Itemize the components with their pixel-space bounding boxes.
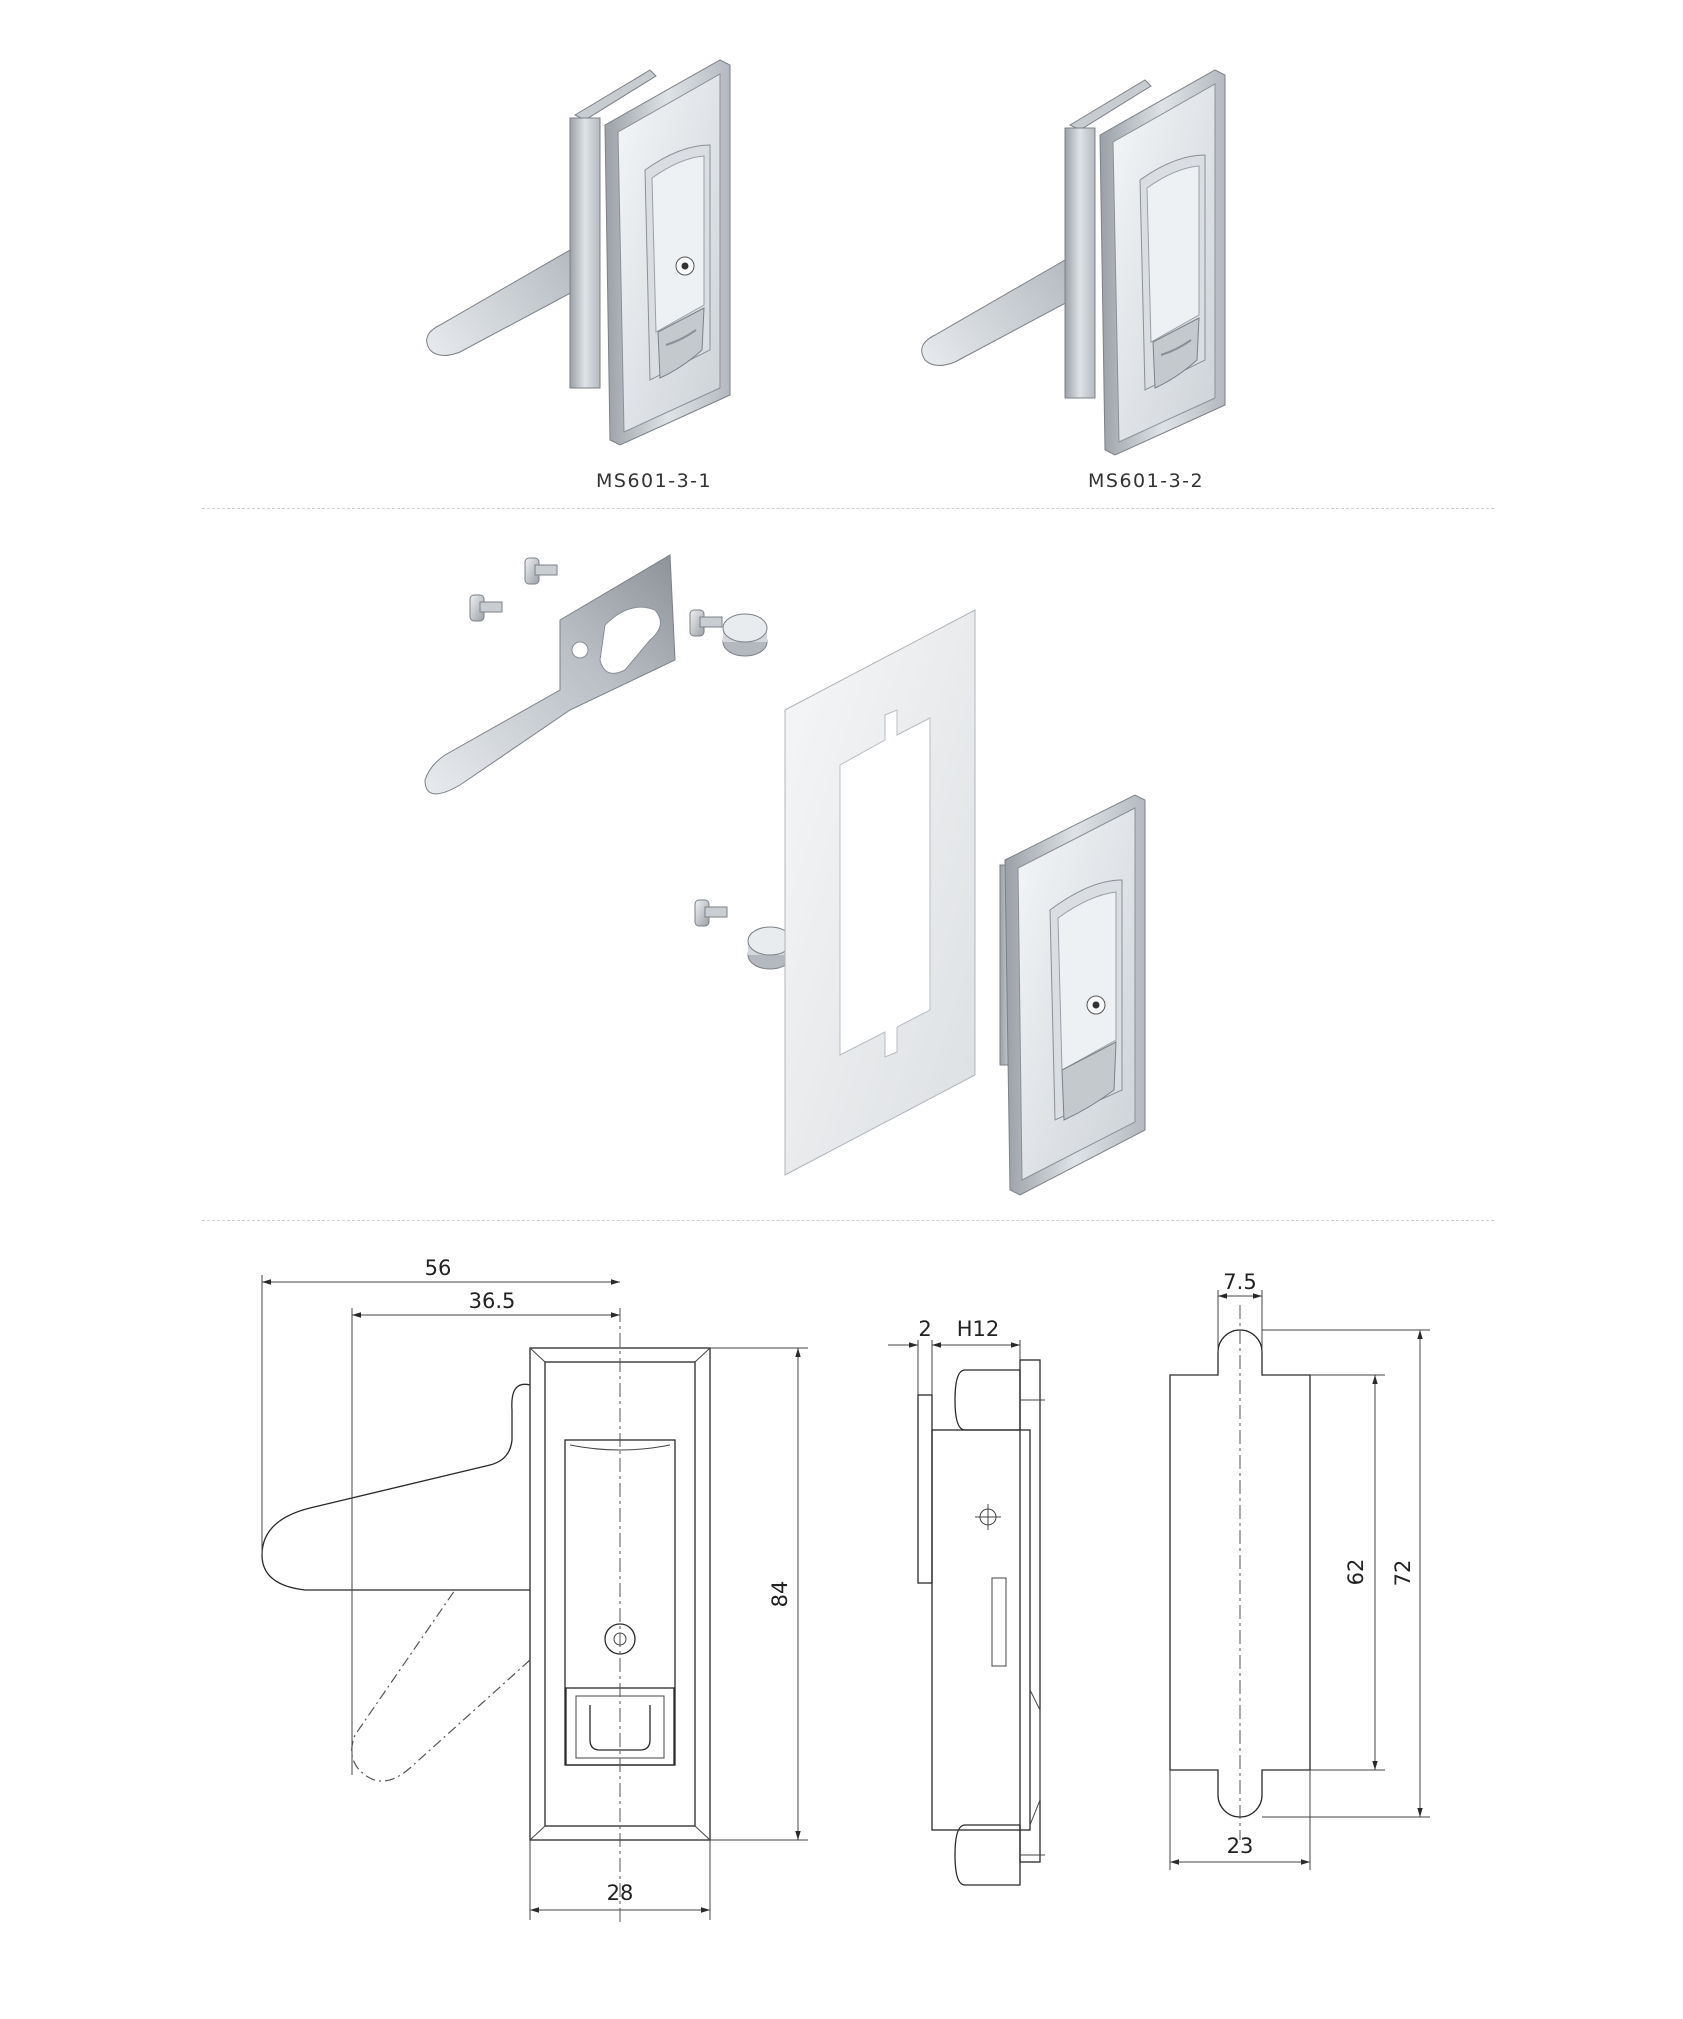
arm-plate: [424, 554, 676, 795]
dim-72: 72: [1391, 1560, 1415, 1587]
product-label-ms601-3-2: MS601-3-2: [1088, 470, 1205, 492]
dim-23: 23: [1227, 1834, 1254, 1858]
product-render-ms601-3-1: [426, 59, 731, 446]
dim-2: 2: [918, 1317, 931, 1341]
dim-56: 56: [425, 1256, 452, 1280]
screw: [689, 609, 723, 637]
dim-36-5: 36.5: [469, 1289, 516, 1313]
lock-body: [999, 794, 1146, 1196]
nut: [722, 613, 768, 657]
dim-62: 62: [1344, 1559, 1368, 1586]
dim-28: 28: [607, 1881, 634, 1905]
cutout-view: 7.5 62 72 23: [1169, 1270, 1430, 1870]
side-view: 2 H12: [888, 1317, 1045, 1886]
dim-7-5: 7.5: [1223, 1270, 1256, 1294]
section-divider: [202, 1220, 1494, 1221]
section-divider: [202, 508, 1494, 509]
screw: [469, 594, 503, 622]
front-view: 56 36.5 84 28: [261, 1256, 808, 1925]
dim-h12: H12: [957, 1317, 1000, 1341]
screw: [524, 557, 558, 585]
nut: [747, 926, 793, 970]
dim-84: 84: [768, 1581, 792, 1608]
product-label-ms601-3-1: MS601-3-1: [596, 470, 713, 492]
screw: [694, 899, 728, 927]
technical-drawing: 56 36.5 84 28: [261, 1256, 1430, 1925]
product-render-ms601-3-2: [921, 69, 1226, 456]
exploded-assembly-view: [424, 554, 1146, 1196]
